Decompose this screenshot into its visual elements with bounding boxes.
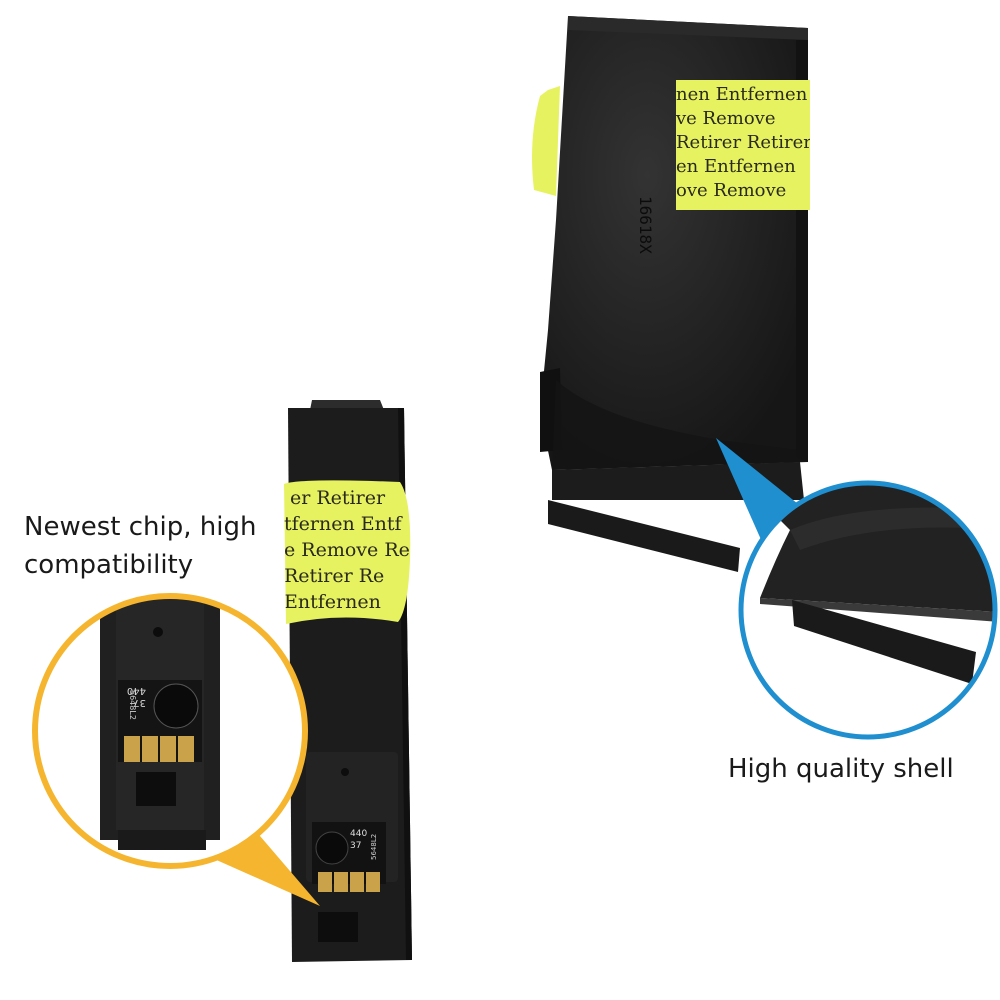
svg-text:ove Remove: ove Remove xyxy=(676,180,786,201)
tape-tab xyxy=(532,86,560,196)
large-cartridge: nen Entfernen ve Remove Retirer Retirer … xyxy=(532,16,812,572)
svg-text:5648L2: 5648L2 xyxy=(128,690,137,720)
model-marking: 16618X xyxy=(636,196,655,254)
svg-text:tfernen Entf: tfernen Entf xyxy=(284,513,403,535)
svg-text:440: 440 xyxy=(350,829,367,839)
svg-text:Retirer Re: Retirer Re xyxy=(284,565,384,587)
svg-text:ve Remove: ve Remove xyxy=(675,108,775,129)
svg-text:er Retirer: er Retirer xyxy=(290,487,386,509)
shell-callout-ring xyxy=(738,480,998,740)
seal-tape xyxy=(676,80,810,210)
chip-sensor-closeup xyxy=(153,683,199,729)
small-cartridge: 440 37 5648L2 er Retirer tfernen Entf e … xyxy=(284,400,412,962)
chip-contacts xyxy=(318,872,380,892)
svg-text:e Remove Re: e Remove Re xyxy=(284,539,410,561)
chip-callout-ring xyxy=(32,593,308,869)
chip-sensor xyxy=(315,831,349,865)
svg-text:Entfernen: Entfernen xyxy=(284,591,381,613)
chip-contacts-closeup xyxy=(124,736,194,762)
svg-text:37: 37 xyxy=(350,841,361,851)
svg-text:5648L2: 5648L2 xyxy=(370,834,378,860)
chip-caption: Newest chip, high compatibility xyxy=(24,512,257,580)
cartridge-latch xyxy=(548,500,740,572)
chip-callout: 440 37 5648L2 xyxy=(32,593,320,906)
svg-text:en Entfernen: en Entfernen xyxy=(676,156,796,177)
shell-callout xyxy=(716,438,998,740)
svg-text:440: 440 xyxy=(127,685,146,696)
svg-text:37: 37 xyxy=(133,697,146,708)
shell-caption: High quality shell xyxy=(728,754,954,784)
seal-tape xyxy=(284,480,411,624)
seal-tape-text: nen Entfernen ve Remove Retirer Retirer … xyxy=(675,84,812,201)
svg-text:Retirer Retirer: Retirer Retirer xyxy=(676,132,812,153)
seal-tape-text: er Retirer tfernen Entf e Remove Re Reti… xyxy=(284,487,410,613)
shell-latch-closeup xyxy=(792,600,976,684)
svg-text:nen Entfernen: nen Entfernen xyxy=(676,84,808,105)
